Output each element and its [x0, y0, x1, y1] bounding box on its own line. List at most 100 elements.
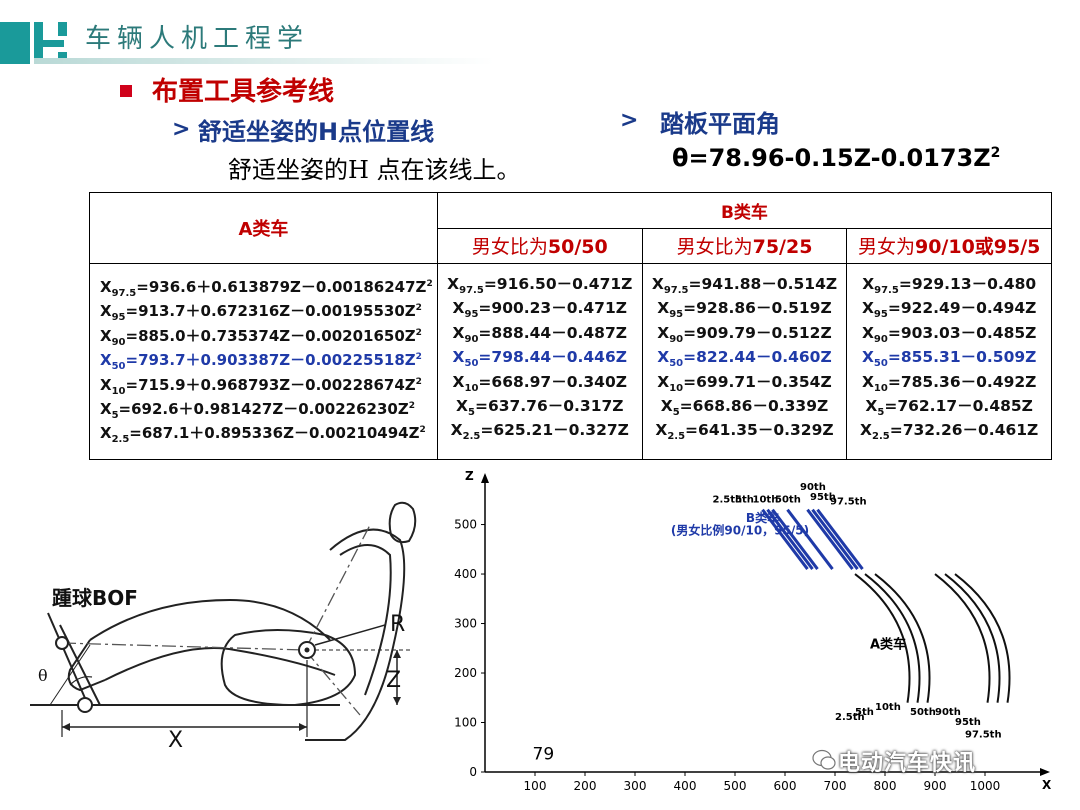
b-class-line [811, 508, 859, 570]
x-tick-label: 800 [874, 779, 897, 793]
b-class-line [806, 508, 854, 570]
header-a-class: A类车 [89, 192, 438, 264]
formula-line: X5=762.17－0.485Z [865, 396, 1033, 419]
formula-line: X2.5=687.1＋0.895336Z－0.00210494Z2 [100, 424, 426, 446]
logo-bar [0, 22, 30, 64]
y-tick-label: 200 [454, 666, 477, 680]
formula-line: X2.5=732.26－0.461Z [860, 421, 1039, 443]
formula-line: X97.5=941.88－0.514Z [651, 275, 838, 297]
y-tick-label: 400 [454, 567, 477, 581]
a-percentile-label: 97.5th [965, 729, 1002, 740]
b-class-line [761, 508, 809, 570]
b-class-sublabel: (男女比例90/10，95/5) [671, 522, 809, 537]
formula-line: X5=637.76－0.317Z [456, 396, 624, 419]
section-title: 布置工具参考线 [152, 77, 335, 107]
x-tick-label: 100 [524, 779, 547, 793]
y-tick-label: 0 [469, 765, 477, 779]
header-b-class: B类车 [436, 192, 1053, 229]
formula-text: θ=78.96-0.15Z-0.0173Z [672, 144, 991, 172]
x-tick-label: 500 [724, 779, 747, 793]
theta-label: θ [38, 666, 48, 685]
a-class-curve [854, 573, 911, 703]
subheader-75-25: 男女比为75/25 [641, 227, 848, 264]
a-class-curve [944, 573, 1001, 703]
formula-line: X10=715.9＋0.968793Z－0.00228674Z2 [100, 375, 422, 397]
y-tick-label: 300 [454, 617, 477, 631]
formula-line: X97.5=936.6＋0.613879Z－0.00186247Z2 [100, 278, 433, 299]
a-class-curve [954, 573, 1011, 703]
a-class-curve [864, 573, 921, 703]
b-percentile-label: 95th [810, 492, 836, 503]
formula-line: X90=909.79－0.512Z [657, 323, 832, 345]
header-title: 车辆人机工程学 [85, 24, 310, 54]
a-percentile-label: 90th [935, 707, 961, 718]
x-axis-label: X [1042, 778, 1052, 792]
chevron-right-icon: > [620, 108, 639, 133]
b-percentile-label: 5th [735, 494, 754, 505]
x-dimension-label: X [168, 728, 183, 753]
formula-line: X50=798.44－0.446Z [452, 348, 627, 370]
wechat-icon [812, 749, 836, 770]
a-class-curve [934, 573, 991, 703]
b-class-label: B类车 [746, 510, 779, 525]
b-percentile-label: 10th [753, 494, 779, 505]
h-point-table: A类车 B类车 男女比为50/50 男女比为75/25 男女为90/10或95/… [89, 192, 1053, 460]
right-subtitle: 踏板平面角 [660, 110, 780, 138]
y-axis-arrow [481, 473, 489, 483]
a-percentile-label: 5th [855, 707, 874, 718]
x-tick-label: 600 [774, 779, 797, 793]
formula-line: X5=692.6＋0.981427Z－0.00226230Z2 [100, 399, 415, 421]
formula-line: X97.5=929.13－0.480 [862, 275, 1037, 297]
formula-line: X95=900.23－0.471Z [452, 299, 627, 321]
b-class-line [786, 508, 834, 570]
watermark-text: 电动汽车快讯 [838, 751, 977, 776]
formula-line: X50=822.44－0.460Z [657, 348, 832, 370]
left-body-text: 舒适坐姿的H 点在该线上。 [228, 156, 521, 184]
x-axis-arrow [1040, 768, 1050, 776]
x-tick-label: 200 [574, 779, 597, 793]
x-tick-label: 700 [824, 779, 847, 793]
bullet-square-icon [120, 85, 132, 97]
formula-line: X95=928.86－0.519Z [657, 299, 832, 321]
b-class-line [771, 508, 819, 570]
chevron-right-icon: > [172, 117, 191, 142]
formula-line: X90=903.03－0.485Z [861, 323, 1037, 345]
formula-exponent: 2 [990, 145, 1001, 161]
b-class-line [816, 508, 864, 570]
b-class-line [766, 508, 814, 570]
seat-posture-diagram: 踵球BOF θ X Z R [30, 501, 417, 753]
a-class-curve [874, 573, 931, 703]
subheader-90-10: 男女为90/10或95/5 [846, 227, 1052, 264]
z-dimension-label: Z [386, 668, 401, 693]
b-percentile-label: 90th [800, 482, 826, 493]
b-percentile-label: 50th [775, 494, 801, 505]
a-percentile-label: 95th [955, 717, 981, 728]
formula-line: X90=885.0＋0.735374Z－0.00201650Z2 [100, 326, 422, 348]
page-number: 79 [533, 745, 555, 765]
r-label: R [390, 612, 405, 637]
formula-line: X90=888.44－0.487Z [452, 323, 627, 345]
x-tick-label: 1000 [970, 779, 1001, 793]
y-tick-label: 100 [454, 716, 477, 730]
formula-line: X95=913.7＋0.672316Z－0.00195530Z2 [100, 302, 422, 324]
b-percentile-label: 2.5th [713, 494, 743, 505]
a-percentile-label: 10th [875, 702, 901, 713]
x-tick-label: 900 [924, 779, 947, 793]
subheader-50-50: 男女比为50/50 [436, 227, 643, 264]
y-tick-label: 500 [454, 518, 477, 532]
header-underline [34, 58, 494, 64]
bof-label: 踵球BOF [52, 586, 138, 610]
formula-line: X50=793.7＋0.903387Z－0.00225518Z2 [100, 351, 422, 373]
formula-line: X10=699.71－0.354Z [657, 372, 832, 394]
formula-line: X50=855.31－0.509Z [861, 348, 1037, 370]
a-percentile-label: 50th [910, 707, 936, 718]
y-axis-label: Z [465, 469, 474, 483]
a-class-label: A类车 [870, 636, 906, 652]
a-percentile-label: 2.5th [835, 712, 865, 723]
x-tick-label: 300 [624, 779, 647, 793]
formula-line: X10=668.97－0.340Z [452, 372, 627, 394]
formula-line: X2.5=625.21－0.327Z [450, 421, 629, 443]
